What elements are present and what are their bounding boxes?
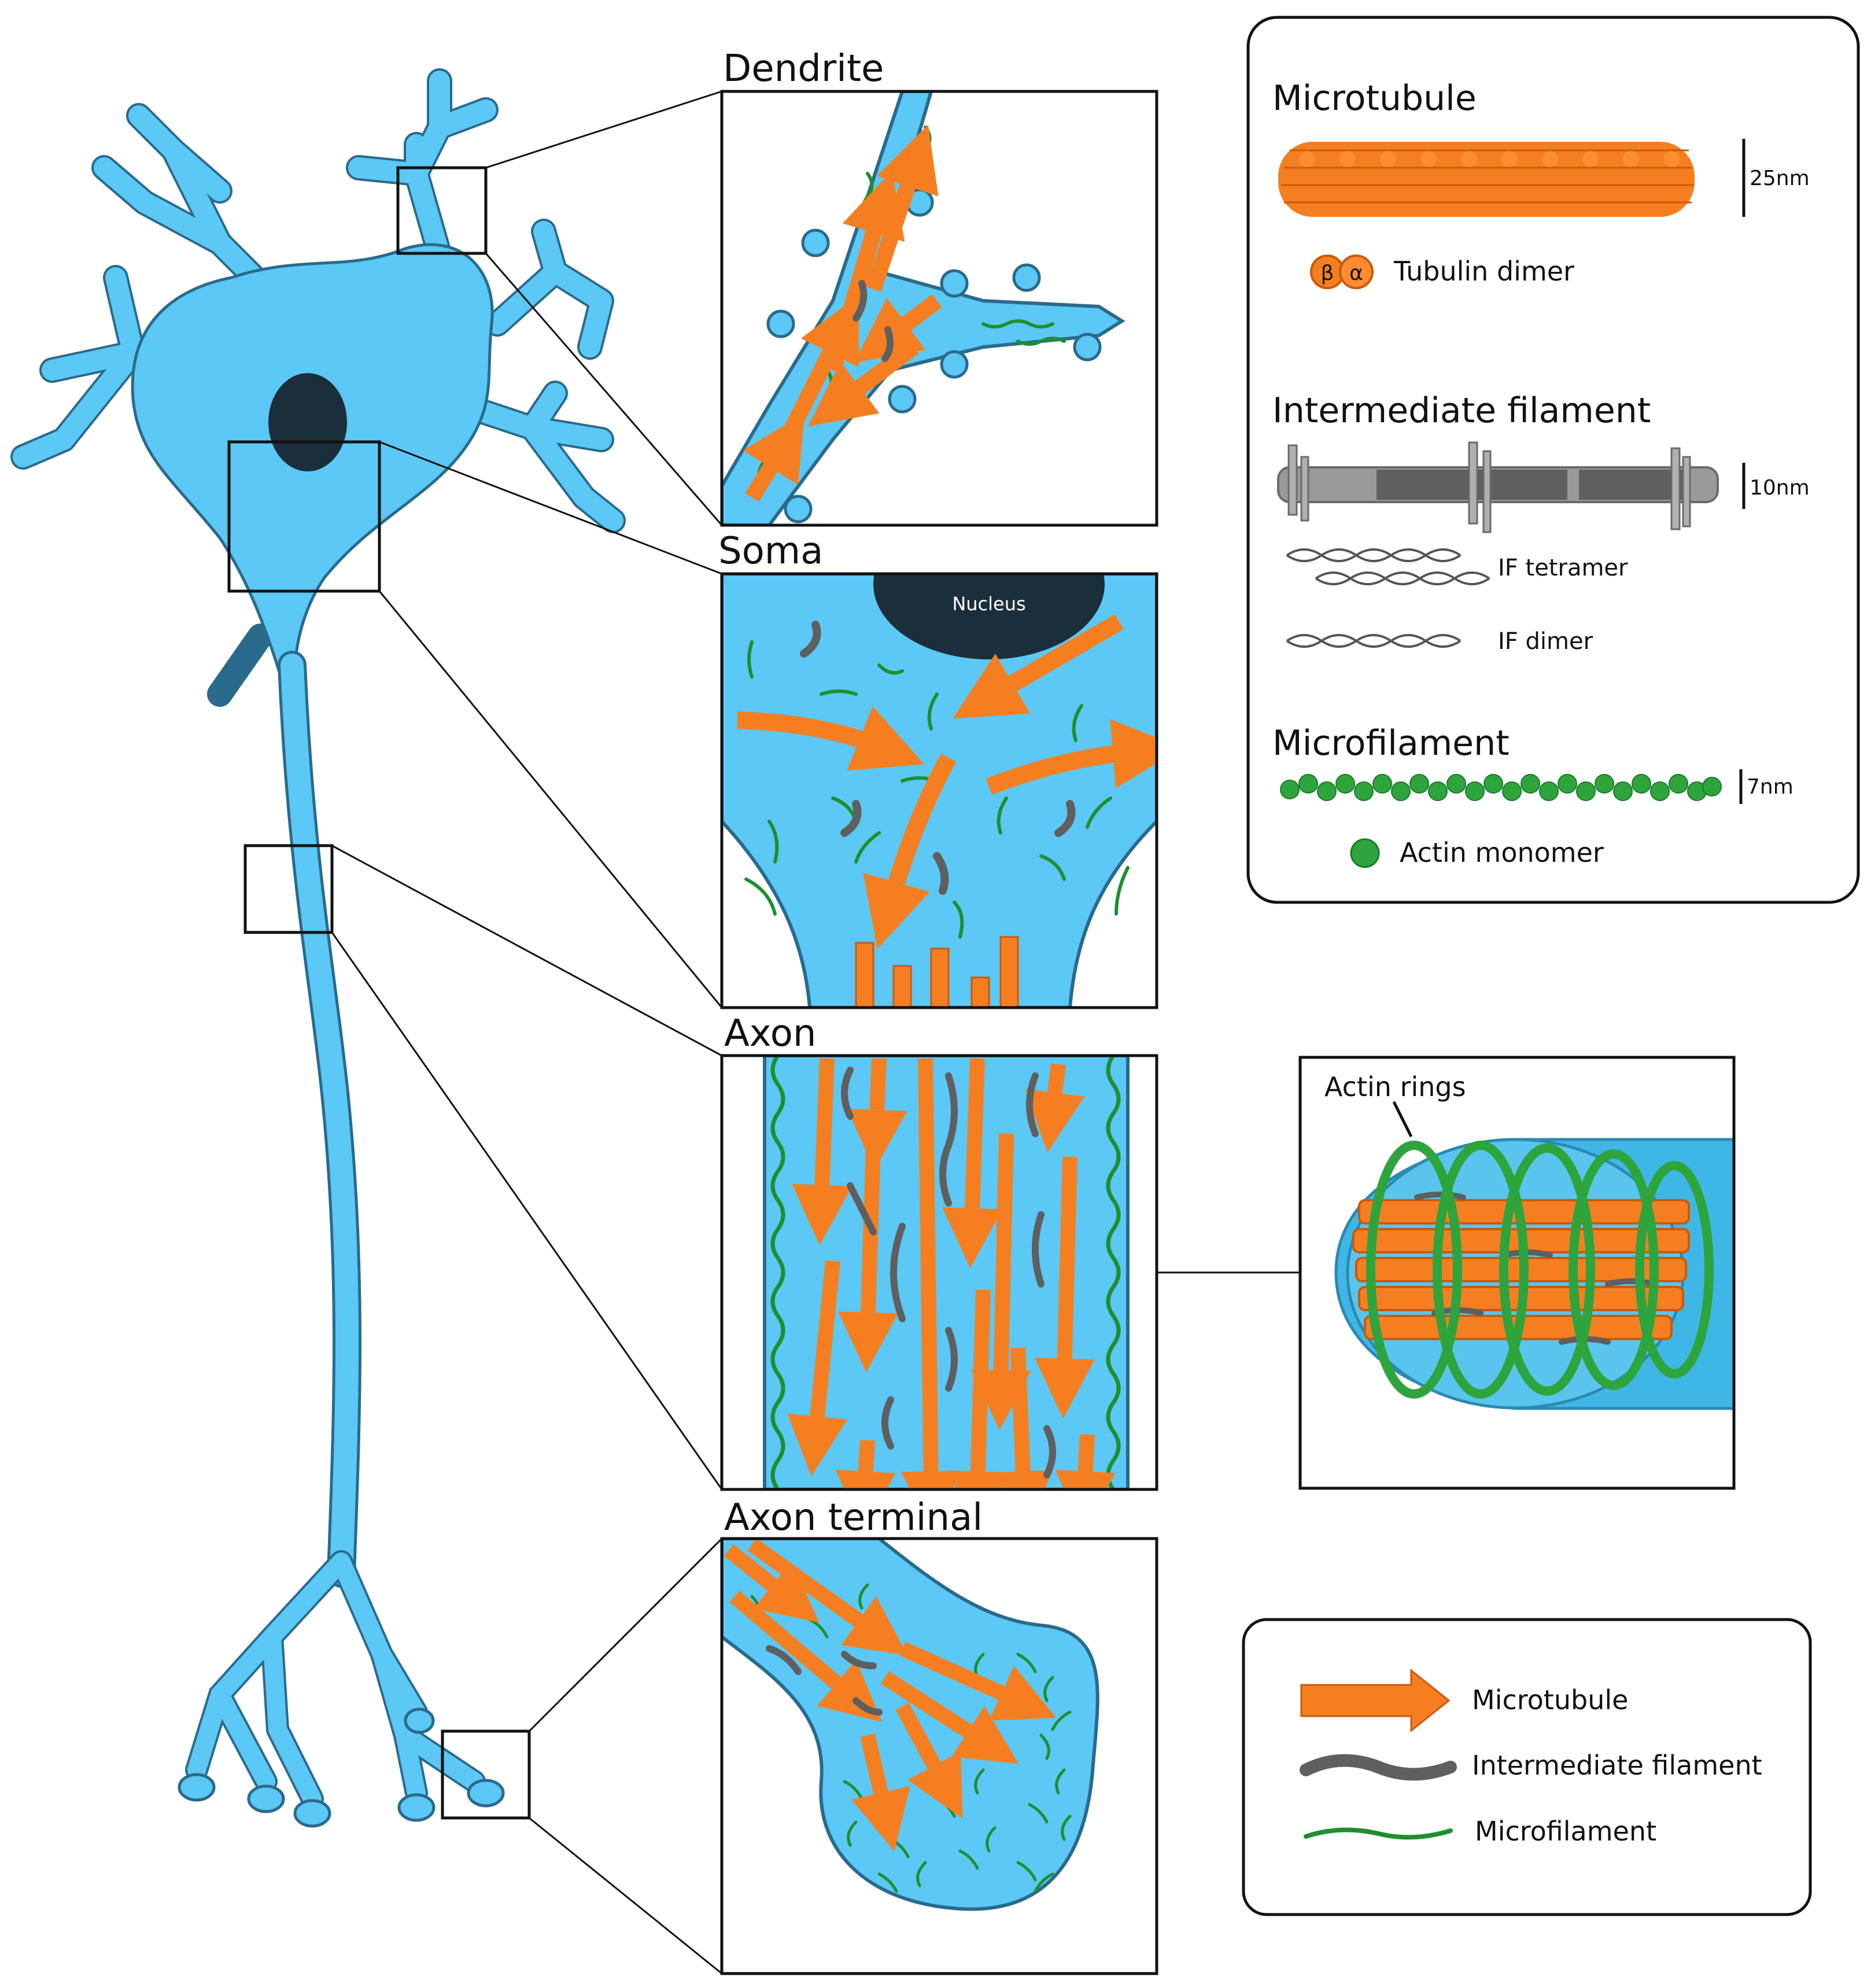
neuron-nucleus bbox=[268, 373, 347, 471]
axon-terminal-panel-title: Axon terminal bbox=[724, 1496, 983, 1539]
microfilament-illustration bbox=[1280, 774, 1722, 801]
dendrite-panel-frame bbox=[720, 90, 1158, 527]
microfilament-scale: 7nm bbox=[1747, 775, 1793, 799]
zoom-box-soma bbox=[227, 440, 381, 593]
axon-panel-frame bbox=[720, 1054, 1158, 1491]
axon-panel-title: Axon bbox=[724, 1012, 816, 1055]
zoom-box-dendrite bbox=[396, 166, 488, 255]
actin-rings-label: Actin rings bbox=[1324, 1071, 1466, 1102]
if-dimer-label: IF dimer bbox=[1498, 628, 1593, 655]
actin-monomer-label: Actin monomer bbox=[1400, 837, 1604, 868]
key-microfilament-label: Microfilament bbox=[1475, 1816, 1656, 1847]
terminal-branches bbox=[185, 1550, 486, 1810]
legend-microtubule-title: Microtubule bbox=[1272, 78, 1477, 119]
key-microtubule-label: Microtubule bbox=[1472, 1684, 1628, 1716]
axon-terminal-panel-frame bbox=[720, 1537, 1158, 1975]
axon-panel bbox=[722, 1056, 1157, 1489]
actin-rings-panel-frame bbox=[1298, 1056, 1736, 1490]
terminal-boutons bbox=[178, 1707, 505, 1828]
key-legend: Microtubule Intermediate filament Microf… bbox=[1242, 1618, 1812, 1916]
microtubule-scale: 25nm bbox=[1750, 167, 1810, 190]
key-microfilament-icon bbox=[1304, 1827, 1453, 1840]
if-tetramer-label: IF tetramer bbox=[1498, 555, 1628, 581]
if-dimer-icon bbox=[1286, 634, 1462, 648]
microtubule-illustration bbox=[1278, 142, 1695, 217]
actin-ring-set bbox=[1366, 1141, 1714, 1399]
key-microtubule-arrow-icon bbox=[1300, 1668, 1451, 1733]
soma-panel-frame bbox=[720, 572, 1158, 1009]
soma-panel-title: Soma bbox=[718, 530, 823, 573]
axon-terminal-panel bbox=[722, 1539, 1157, 1974]
tubulin-alpha-label: α bbox=[1349, 261, 1363, 285]
legend-intermediate-title: Intermediate filament bbox=[1272, 390, 1651, 431]
zoom-box-terminal bbox=[441, 1729, 531, 1820]
dendrite-branches bbox=[10, 68, 626, 707]
intermediate-scale: 10nm bbox=[1750, 476, 1810, 500]
key-intermediate-filament-icon bbox=[1300, 1754, 1457, 1781]
tubulin-dimer-label: Tubulin dimer bbox=[1393, 256, 1574, 287]
structure-legend: Microtubule 25nm β α Tubulin dimer Inter… bbox=[1246, 16, 1860, 904]
legend-microfilament-title: Microfilament bbox=[1272, 723, 1510, 764]
soma-panel: Nucleus bbox=[722, 574, 1157, 1008]
actin-monomer-icon bbox=[1350, 838, 1380, 868]
key-intermediate-filament-label: Intermediate filament bbox=[1472, 1750, 1762, 1781]
dendrite-panel-title: Dendrite bbox=[723, 47, 884, 90]
soma-nucleus bbox=[873, 574, 1105, 659]
neuron bbox=[10, 68, 626, 1828]
tubulin-dimer-icon: β α bbox=[1310, 255, 1374, 289]
intermediate-filament-illustration bbox=[1277, 441, 1719, 533]
tubulin-beta-label: β bbox=[1321, 261, 1334, 285]
zoom-indicators bbox=[227, 166, 531, 1820]
zoom-box-axon bbox=[243, 844, 334, 934]
actin-rings-panel: Actin rings bbox=[1300, 1057, 1734, 1488]
axon-shaft bbox=[281, 654, 359, 1585]
dendrite-panel bbox=[722, 91, 1157, 525]
soma-nucleus-label: Nucleus bbox=[952, 593, 1025, 615]
if-tetramer-icon bbox=[1286, 548, 1490, 585]
connector-lines bbox=[331, 90, 1300, 1975]
